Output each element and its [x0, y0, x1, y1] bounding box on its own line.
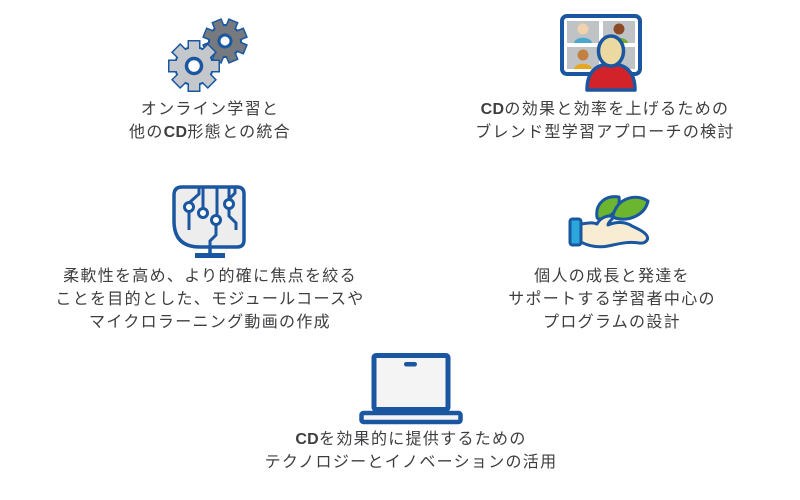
caption-line: サポートする学習者中心の [508, 288, 716, 311]
back-gear [202, 18, 248, 64]
feature-item-online-integration: オンライン学習と 他のCD形態との統合 [30, 12, 390, 144]
circuit-nodes [183, 198, 235, 226]
text-segment: プログラムの設計 [543, 314, 681, 331]
caption-line: 個人の成長と発達を [508, 265, 716, 288]
laptop-base [359, 410, 463, 425]
text-segment-bold: CD [163, 124, 188, 141]
front-gear [168, 40, 220, 92]
text-segment-bold: CD [480, 101, 505, 118]
caption-line: CDを効果的に提供するための [265, 428, 558, 451]
text-segment-bold: CD [295, 431, 320, 448]
caption-line: 柔軟性を高め、より的確に焦点を絞る [55, 265, 364, 288]
text-segment: 形態との統合 [187, 124, 291, 141]
foreground-person [585, 34, 637, 92]
caption-line: ブレンド型学習アプローチの検討 [475, 121, 735, 144]
caption: 個人の成長と発達を サポートする学習者中心の プログラムの設計 [508, 265, 716, 334]
caption: 柔軟性を高め、より的確に焦点を絞る ことを目的とした、モジュールコースや マイク… [55, 265, 364, 334]
text-segment: を効果的に提供するための [319, 431, 527, 448]
text-segment: マイクロラーニング動画の作成 [89, 314, 331, 331]
hand-leaf-icon [568, 195, 650, 249]
text-segment: 個人の成長と発達を [534, 268, 690, 285]
text-segment: 柔軟性を高め、より的確に焦点を絞る [63, 268, 357, 285]
participant-3 [574, 49, 592, 69]
monitor-stand [195, 247, 225, 258]
text-segment: 他の [129, 124, 164, 141]
feature-item-modular-courses: 柔軟性を高め、より的確に焦点を絞る ことを目的とした、モジュールコースや マイク… [30, 183, 390, 334]
icon-box [568, 183, 656, 263]
feature-item-blended-learning: CDの効果と効率を上げるための ブレンド型学習アプローチの検討 [425, 12, 785, 144]
open-hand [579, 214, 649, 249]
caption: CDの効果と効率を上げるための ブレンド型学習アプローチの検討 [475, 98, 735, 144]
laptop-camera [404, 362, 417, 367]
icon-box [359, 352, 463, 426]
feature-item-technology: CDを効果的に提供するための テクノロジーとイノベーションの活用 [231, 352, 591, 474]
caption-line: プログラムの設計 [508, 311, 716, 334]
caption-line: テクノロジーとイノベーションの活用 [265, 451, 558, 474]
laptop-lid [371, 353, 451, 412]
caption-line: オンライン学習と [129, 98, 291, 121]
sleeve-cuff [568, 217, 583, 247]
caption-line: ことを目的とした、モジュールコースや [55, 288, 364, 311]
icon-box [166, 12, 254, 96]
caption-line: 他のCD形態との統合 [129, 121, 291, 144]
feature-item-learner-centered: 個人の成長と発達を サポートする学習者中心の プログラムの設計 [432, 183, 792, 334]
caption: オンライン学習と 他のCD形態との統合 [129, 98, 291, 144]
text-segment: ブレンド型学習アプローチの検討 [475, 124, 735, 141]
text-segment: の効果と効率を上げるための [504, 101, 730, 118]
icon-box [169, 183, 251, 263]
text-segment: ことを目的とした、モジュールコースや [55, 291, 365, 308]
participant-1 [574, 23, 592, 43]
caption-line: CDの効果と効率を上げるための [475, 98, 735, 121]
text-segment: テクノロジーとイノベーションの活用 [264, 454, 558, 471]
caption: CDを効果的に提供するための テクノロジーとイノベーションの活用 [265, 428, 558, 474]
text-segment: オンライン学習と [140, 101, 280, 118]
laptop-icon [359, 353, 463, 425]
caption-line: マイクロラーニング動画の作成 [55, 311, 364, 334]
circuit-board-icon [172, 185, 246, 258]
icon-box [559, 12, 651, 96]
video-conference-icon [560, 14, 642, 92]
circuit-traces [187, 187, 238, 247]
gears-icon [168, 18, 248, 92]
text-segment: サポートする学習者中心の [508, 291, 716, 308]
